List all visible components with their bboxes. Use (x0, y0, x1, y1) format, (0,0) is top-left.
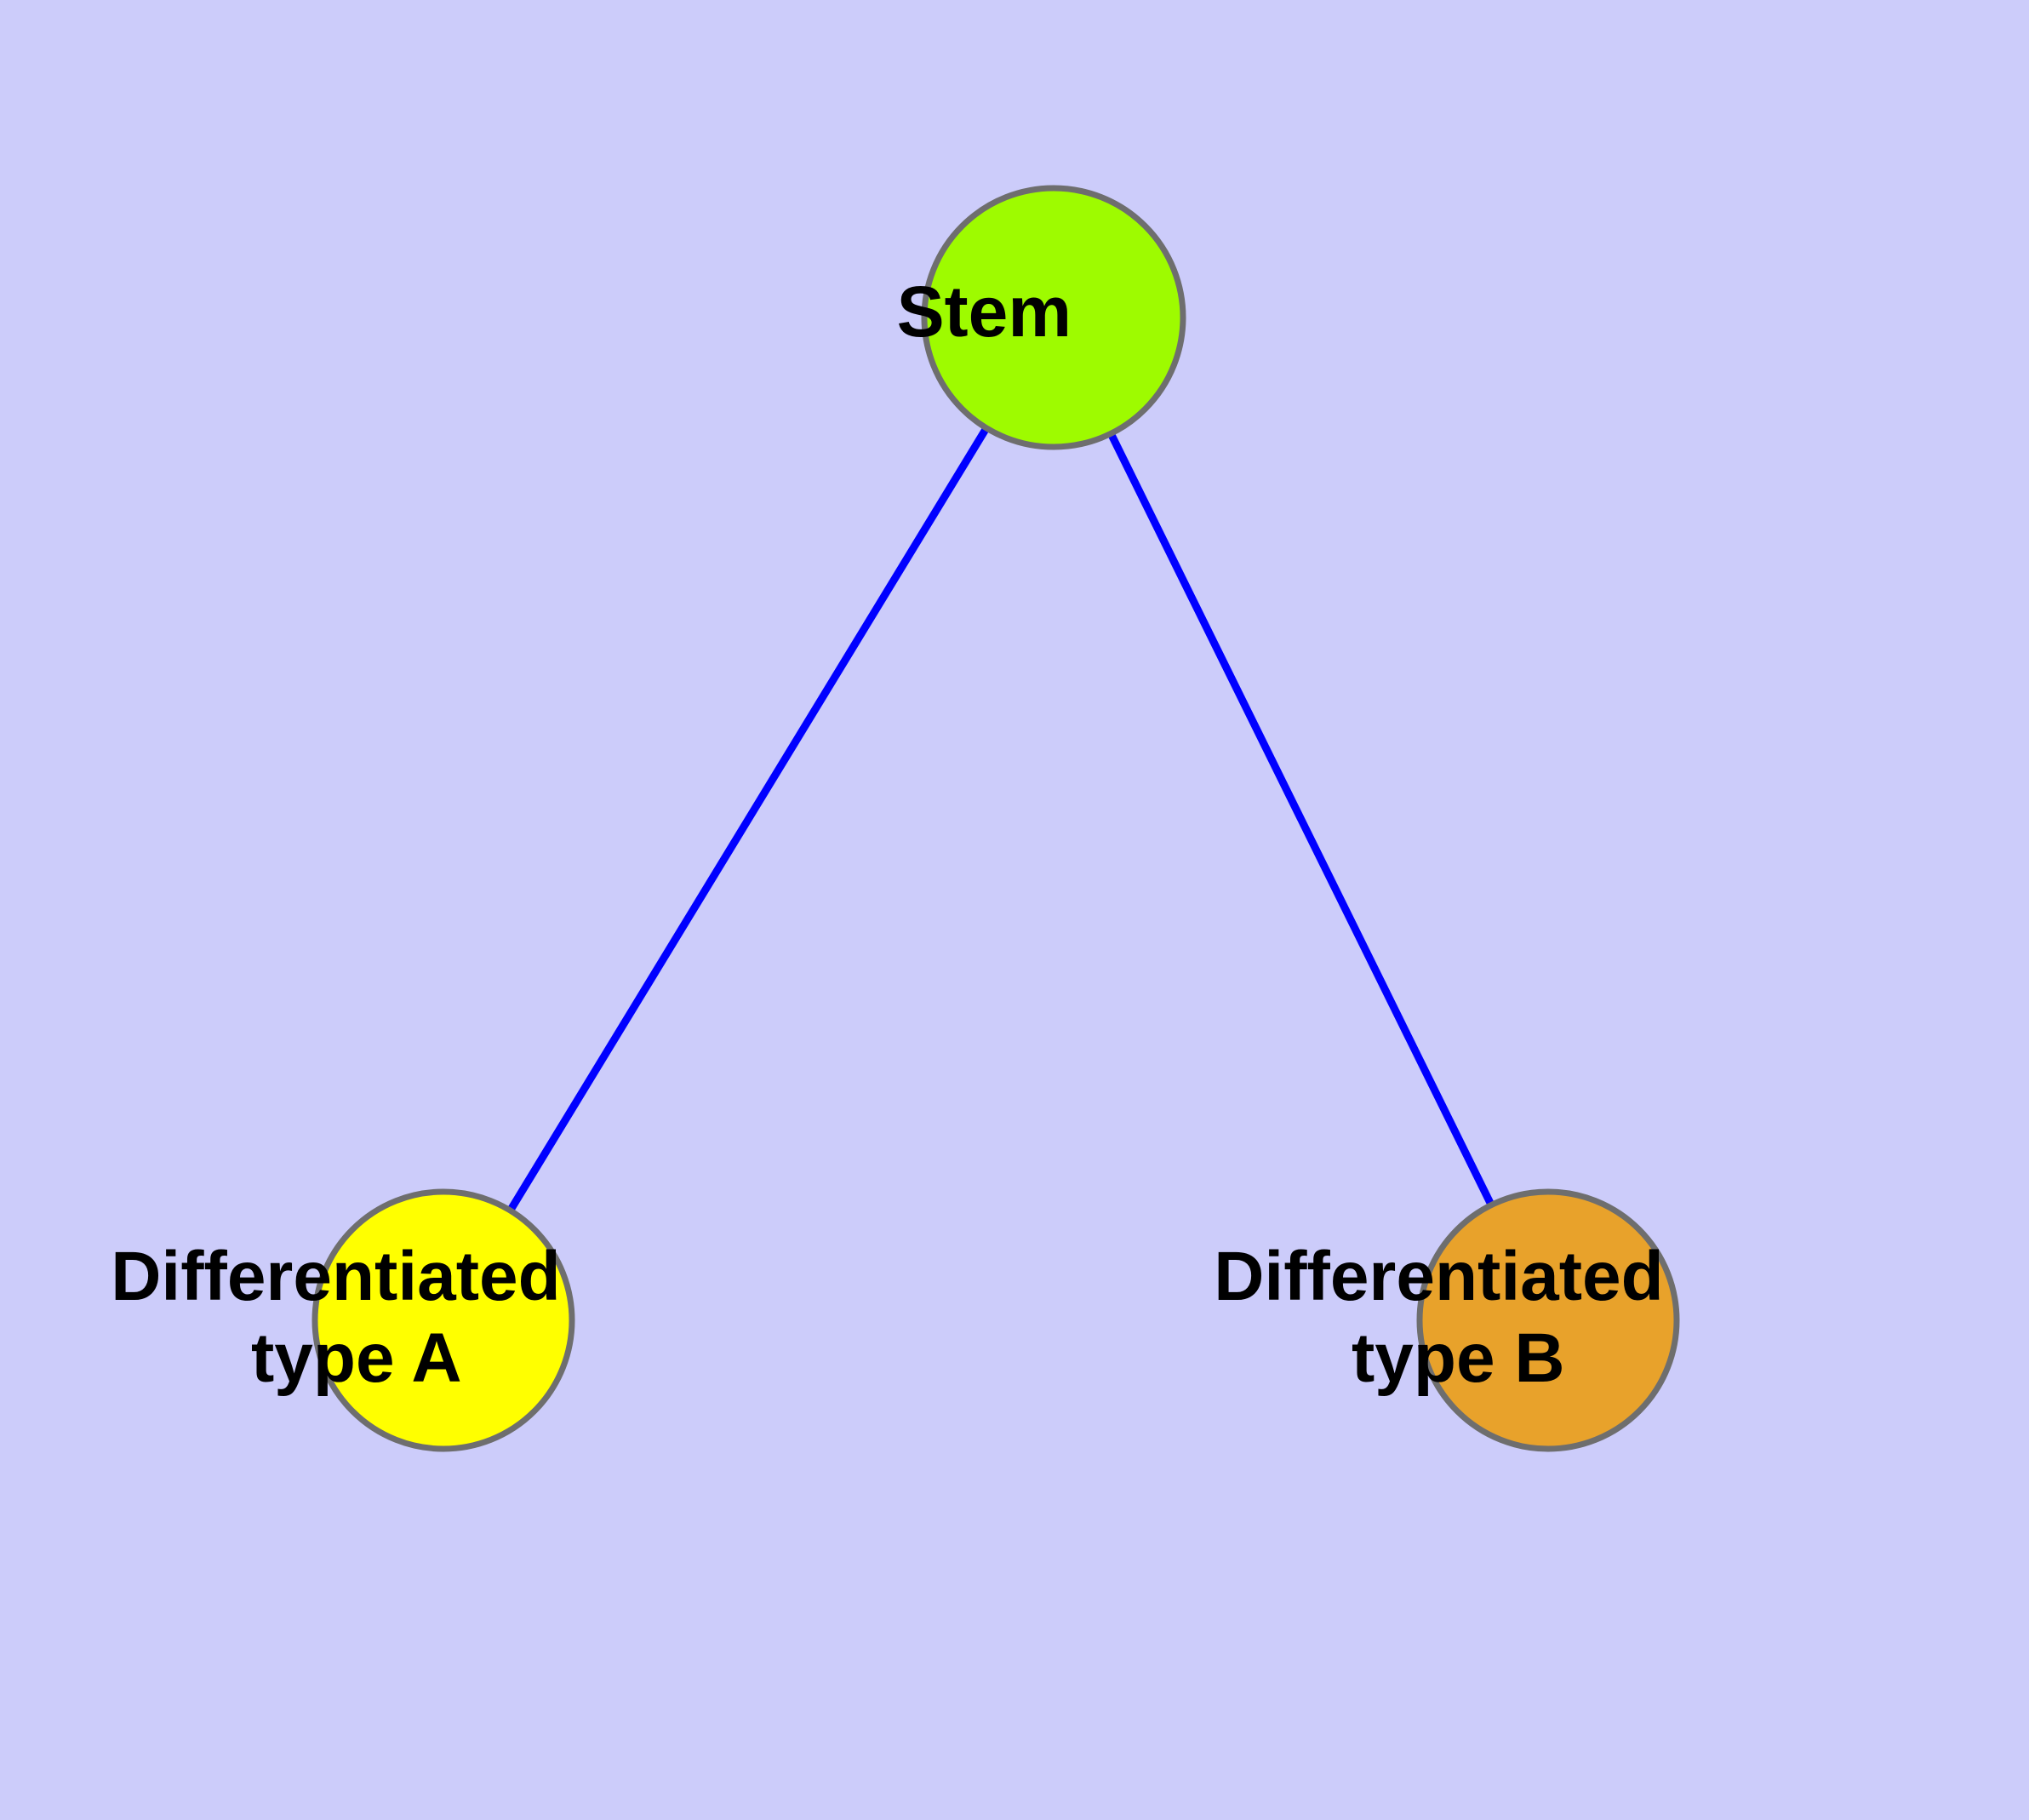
node-label-stem: Stem (897, 272, 1211, 352)
node-layer (311, 185, 1680, 1452)
node-label-diff-a-line2: type A (251, 1319, 460, 1397)
node-diff-b[interactable] (1416, 1188, 1680, 1452)
node-label-diff-a: Differentiated type A (111, 1238, 735, 1397)
edge-layer (440, 315, 1552, 1323)
node-circle-diff-b[interactable] (1416, 1188, 1680, 1452)
node-circle-stem[interactable] (921, 185, 1186, 450)
node-label-stem-line1: Stem (897, 272, 1072, 352)
node-label-diff-a-line1: Differentiated (111, 1238, 561, 1315)
node-label-diff-b-line1: Differentiated (1214, 1238, 1664, 1315)
node-label-diff-b: Differentiated type B (1214, 1238, 1838, 1397)
label-layer: Stem Differentiated type A Differentiate… (111, 272, 1838, 1397)
node-label-diff-b-line2: type B (1352, 1319, 1565, 1397)
node-diff-a[interactable] (311, 1188, 575, 1452)
edge-stem-to-diff-b[interactable] (1049, 316, 1552, 1322)
node-circle-diff-a[interactable] (311, 1188, 575, 1452)
node-stem[interactable] (921, 185, 1186, 450)
edge-stem-to-diff-a[interactable] (440, 315, 1057, 1323)
